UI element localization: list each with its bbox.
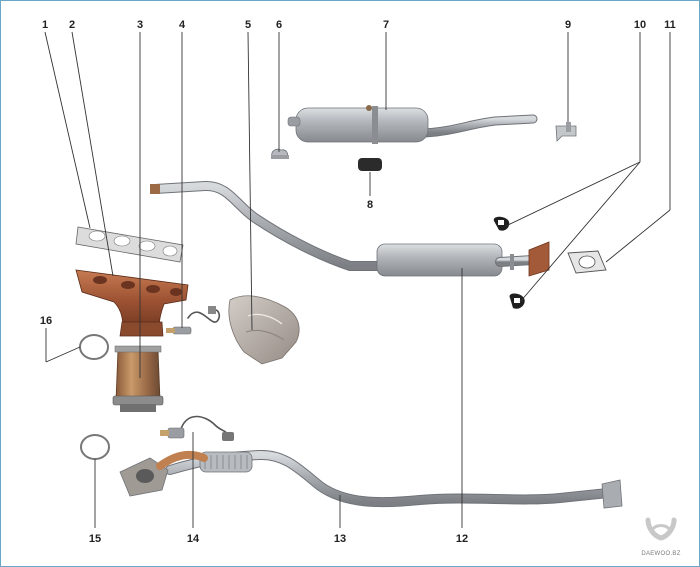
sealing-ring-15: [80, 434, 110, 460]
front-pipe: [119, 450, 623, 509]
callout-1: 1: [42, 19, 48, 31]
oxygen-sensor-lower: [160, 415, 234, 441]
heat-shield: [228, 295, 300, 365]
pipe-clamp: [271, 148, 289, 159]
callout-2: 2: [69, 19, 75, 31]
catalytic-converter: [112, 345, 164, 412]
callout-5: 5: [245, 19, 251, 31]
leader-lines: [44, 31, 671, 528]
rubber-hangers: [493, 216, 525, 309]
mounting-bracket: [555, 122, 577, 142]
flange-gasket: [567, 250, 607, 274]
callout-6: 6: [276, 19, 282, 31]
callout-8: 8: [367, 199, 373, 211]
callout-14: 14: [187, 533, 200, 545]
oxygen-sensor-upper: [166, 306, 221, 335]
callout-9: 9: [565, 19, 571, 31]
rear-muffler: [287, 105, 538, 144]
callout-13: 13: [334, 533, 346, 545]
callout-7: 7: [383, 19, 389, 31]
rubber-hanger-small: [358, 158, 382, 171]
callout-10: 10: [634, 19, 646, 31]
center-muffler-pipe: [150, 181, 550, 277]
callout-numbers: 1 2 3 4 5 6 7 8 9 10 11 12 13 14 15 16: [40, 19, 676, 545]
logo-text: DAEWOO.BZ: [641, 551, 681, 557]
callout-12: 12: [456, 533, 468, 545]
callout-3: 3: [137, 19, 143, 31]
callout-11: 11: [664, 19, 676, 31]
daewoo-logo: [645, 517, 677, 541]
callout-15: 15: [89, 533, 101, 545]
exhaust-manifold: [75, 269, 189, 337]
callout-16: 16: [40, 315, 52, 327]
sealing-ring-16: [79, 334, 109, 360]
callout-4: 4: [179, 19, 186, 31]
manifold-gasket: [75, 226, 184, 263]
